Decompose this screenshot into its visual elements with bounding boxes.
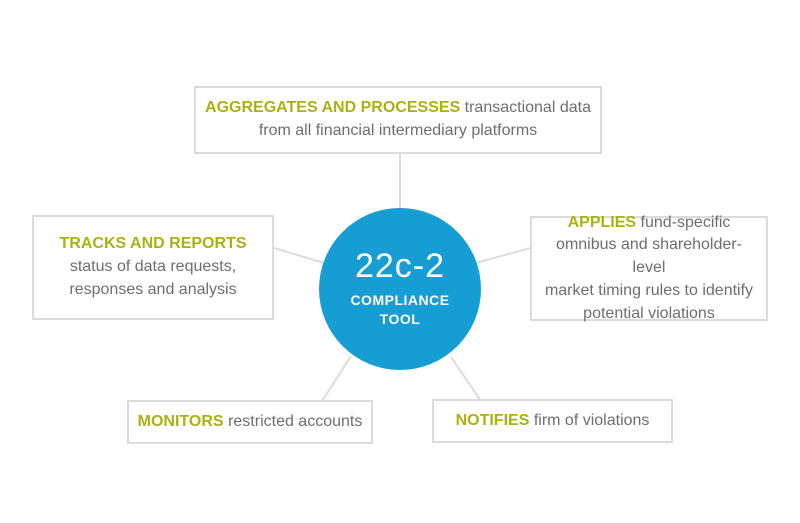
connector-left	[273, 247, 325, 264]
node-notifies-keyword: NOTIFIES	[455, 411, 530, 429]
node-tracks-text: TRACKS AND REPORTS status of data request…	[34, 231, 272, 303]
node-tracks-keyword: TRACKS AND REPORTS	[59, 235, 247, 253]
node-notifies-body: firm of violations	[533, 411, 650, 429]
hub-title: 22c-2	[354, 246, 446, 285]
node-aggregates-keyword: AGGREGATES AND PROCESSES	[205, 99, 461, 117]
connector-bottom-left	[321, 355, 352, 402]
node-monitors-keyword: MONITORS	[137, 412, 224, 430]
node-applies-keyword: APPLIES	[567, 213, 637, 231]
node-tracks-body: status of data requests,responses and an…	[69, 258, 237, 298]
connector-right	[475, 247, 531, 264]
node-monitors-body: restricted accounts	[228, 412, 363, 430]
connector-bottom-right	[450, 356, 482, 402]
node-tracks: TRACKS AND REPORTS status of data request…	[32, 215, 274, 320]
